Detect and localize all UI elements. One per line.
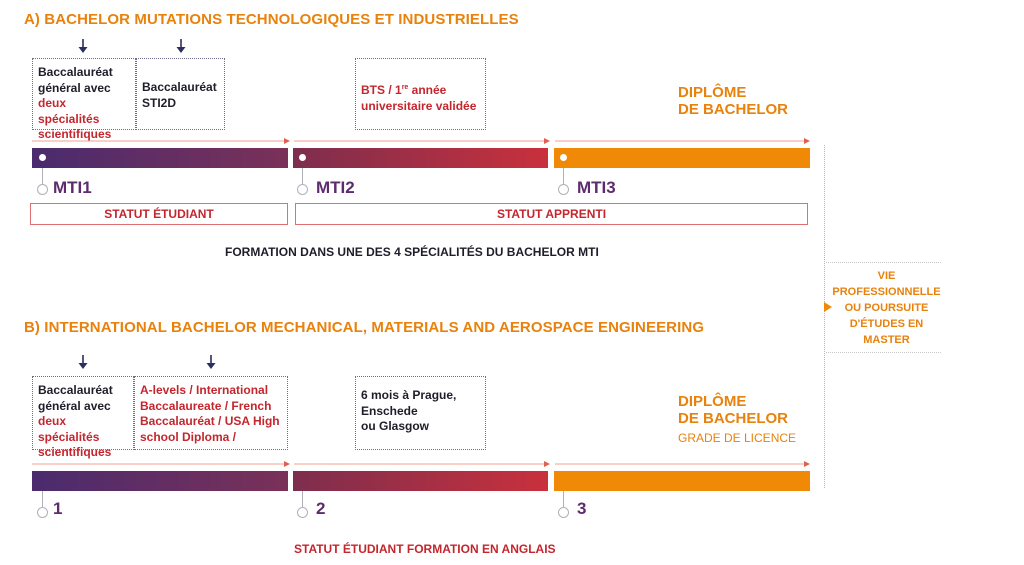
diplome-a: DIPLÔME DE BACHELOR: [678, 84, 788, 118]
year-bar-3: [554, 471, 810, 491]
arrow-right-icon: [824, 302, 832, 312]
prereq-box-bac-general-b: Baccalauréat général avec deux spécialit…: [32, 376, 134, 459]
box-line: Baccalauréat: [38, 65, 113, 79]
step-label-1: 1: [53, 499, 63, 518]
box-line: universitaire validée: [361, 98, 477, 113]
box-line: deux spécialités: [38, 96, 100, 126]
exchange-box: 6 mois à Prague, Enschede ou Glasgow: [355, 376, 486, 450]
year-bar-1: [32, 471, 288, 491]
box-line: STI2D: [142, 95, 177, 110]
arrow-right-icon: [804, 138, 810, 144]
box-line: Baccalauréat: [142, 80, 217, 94]
prereq-box-bac-general: Baccalauréat général avec deux spécialit…: [32, 58, 136, 141]
step-label-mti2: MTI2: [316, 178, 355, 197]
step-circle: [37, 184, 48, 195]
box-line: deux spécialités: [38, 414, 100, 444]
connector-line: [563, 491, 564, 507]
step-label-mti3: MTI3: [577, 178, 616, 197]
year-bar-2: [293, 148, 548, 168]
marker-dot: [39, 154, 46, 161]
step-circle: [37, 507, 48, 518]
side-divider: [824, 145, 826, 488]
box-line: scientifiques: [38, 445, 112, 459]
connector-line: [42, 168, 43, 184]
side-box: [826, 262, 941, 353]
diplome-line: DIPLÔME: [678, 84, 747, 101]
prereq-box-sti2d: Baccalauréat STI2D: [136, 58, 225, 130]
box-line: Baccalauréat: [38, 383, 113, 397]
arrow-right-icon: [544, 461, 550, 467]
step-label-2: 2: [316, 499, 326, 518]
box-line: général avec: [38, 80, 111, 95]
box-line: school Diploma /: [140, 429, 237, 444]
prereq-box-international: A-levels / International Baccalaureate /…: [134, 376, 288, 450]
arrow-right-icon: [284, 138, 290, 144]
box-line: A-levels / International: [140, 383, 269, 397]
step-label-mti1: MTI1: [53, 178, 92, 197]
year-bar-1: [32, 148, 288, 168]
connector-line: [42, 491, 43, 507]
section-a-title: A) BACHELOR MUTATIONS TECHNOLOGIQUES ET …: [24, 11, 519, 28]
arrow-right-icon: [804, 461, 810, 467]
box-line: 6 mois à Prague,: [361, 388, 457, 402]
box-line: scientifiques: [38, 127, 112, 141]
diplome-line: DE BACHELOR: [678, 101, 789, 118]
side-text: VIE PROFESSIONNELLE OU POURSUITE D'ÉTUDE…: [826, 268, 947, 348]
side-line: OU POURSUITE: [844, 302, 929, 314]
step-label-3: 3: [577, 499, 587, 518]
box-line-sup: re: [401, 84, 409, 91]
box-line: Enschede: [361, 403, 418, 418]
year-bar-3: [554, 148, 810, 168]
box-line: Baccalauréat / USA High: [140, 414, 280, 428]
box-line-part: année: [408, 83, 447, 97]
connector-line: [563, 168, 564, 184]
box-line-part: BTS / 1: [361, 83, 402, 97]
arrow-down-icon: [78, 355, 88, 369]
connector-line: [302, 491, 303, 507]
formation-text: FORMATION DANS UNE DES 4 SPÉCIALITÉS DU …: [225, 245, 599, 259]
side-line: PROFESSIONNELLE: [832, 286, 941, 298]
arrow-down-icon: [206, 355, 216, 369]
statut-etudiant: STATUT ÉTUDIANT: [30, 203, 288, 225]
box-line: ou Glasgow: [361, 419, 430, 433]
statut-apprenti: STATUT APPRENTI: [295, 203, 808, 225]
side-line: D'ÉTUDES EN: [849, 318, 924, 330]
connector-line: [302, 168, 303, 184]
marker-dot: [299, 154, 306, 161]
step-circle: [558, 507, 569, 518]
marker-dot: [560, 154, 567, 161]
diplome-line: DE BACHELOR: [678, 410, 789, 427]
diplome-b: DIPLÔME DE BACHELOR GRADE DE LICENCE: [678, 393, 796, 447]
arrow-right-icon: [284, 461, 290, 467]
arrow-down-icon: [176, 39, 186, 53]
arrow-right-icon: [544, 138, 550, 144]
prereq-box-bts: BTS / 1re année universitaire validée: [355, 58, 486, 130]
diplome-line: DIPLÔME: [678, 393, 747, 410]
step-circle: [558, 184, 569, 195]
box-line: général avec: [38, 398, 111, 413]
timeline-arrows-b: [32, 461, 810, 467]
grade-licence: GRADE DE LICENCE: [678, 431, 797, 445]
step-circle: [297, 184, 308, 195]
statut-anglais: STATUT ÉTUDIANT FORMATION EN ANGLAIS: [294, 542, 556, 556]
side-line: MASTER: [863, 334, 910, 346]
year-bar-2: [293, 471, 548, 491]
arrow-down-icon: [78, 39, 88, 53]
box-line: Baccalaureate / French: [140, 398, 272, 413]
side-line: VIE: [877, 270, 896, 282]
box-line: BTS / 1re année: [361, 80, 480, 99]
timeline-arrows-a: [32, 138, 810, 144]
step-circle: [297, 507, 308, 518]
section-b-title: B) INTERNATIONAL BACHELOR MECHANICAL, MA…: [24, 319, 705, 336]
